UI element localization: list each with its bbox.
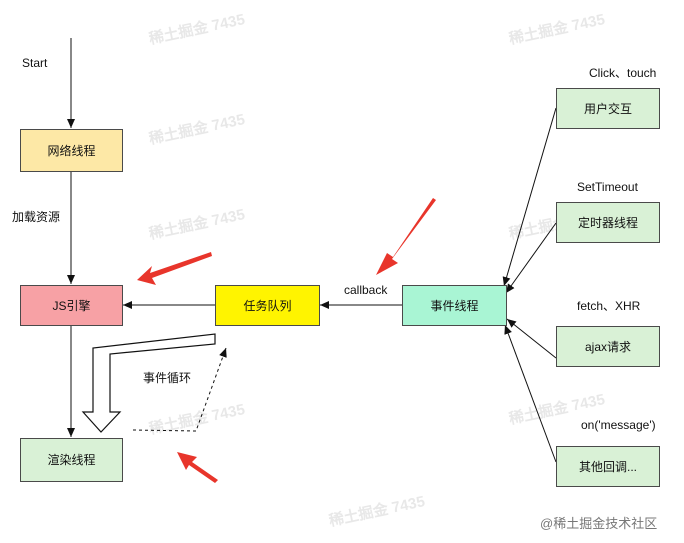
red-arrow-callback — [376, 198, 436, 275]
js-engine-label: JS引擎 — [52, 298, 91, 313]
red-arrow-js — [137, 252, 212, 285]
user-interaction-node: 用户交互 — [556, 88, 660, 129]
event-loop-hollow-arrow — [81, 333, 216, 433]
fetch-xhr-label: fetch、XHR — [577, 299, 641, 313]
arrow-other-to-event — [504, 324, 557, 463]
arrow-user-to-event — [502, 107, 557, 287]
other-callbacks-label: 其他回调... — [578, 459, 637, 474]
ajax-request-label: ajax请求 — [584, 339, 631, 354]
render-thread-label: 渲染线程 — [47, 453, 96, 467]
event-thread-label: 事件线程 — [430, 298, 479, 313]
task-queue-node: 任务队列 — [215, 285, 320, 326]
event-loop-dashed-arrow — [132, 347, 227, 432]
settimeout-label: SetTimeout — [577, 180, 638, 194]
arrow-timer-to-event — [505, 222, 557, 294]
load-resources-label: 加载资源 — [12, 210, 61, 224]
event-thread-node: 事件线程 — [402, 285, 507, 326]
red-arrow-render — [177, 452, 218, 483]
start-label: Start — [22, 56, 48, 70]
source-credit: @稀土掘金技术社区 — [540, 516, 658, 531]
js-engine-node: JS引擎 — [20, 285, 123, 326]
event-loop-label: 事件循环 — [143, 371, 192, 385]
render-thread-node: 渲染线程 — [20, 438, 123, 482]
timer-thread-label: 定时器线程 — [577, 215, 638, 230]
timer-thread-node: 定时器线程 — [556, 202, 660, 243]
ajax-request-node: ajax请求 — [556, 326, 660, 367]
user-interaction-label: 用户交互 — [583, 101, 632, 116]
on-message-label: on('message') — [581, 418, 656, 432]
network-thread-node: 网络线程 — [20, 129, 123, 172]
click-touch-label: Click、touch — [589, 66, 657, 80]
callback-label: callback — [344, 283, 388, 297]
arrow-ajax-to-event — [506, 318, 557, 359]
network-thread-label: 网络线程 — [47, 143, 96, 158]
other-callbacks-node: 其他回调... — [556, 446, 660, 487]
task-queue-label: 任务队列 — [243, 298, 292, 313]
